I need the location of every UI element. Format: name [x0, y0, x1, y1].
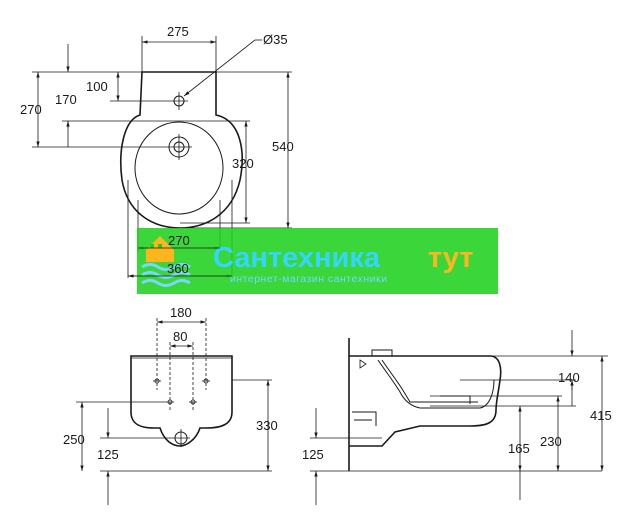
watermark-subtitle: интернет-магазин сантехники	[230, 273, 387, 285]
dim-415: 415	[590, 408, 612, 423]
dim-80: 80	[173, 329, 187, 344]
dim-250: 250	[63, 432, 85, 447]
dim-140: 140	[558, 370, 580, 385]
watermark-title-part1: Сантехника	[213, 242, 381, 274]
logo-icon	[141, 236, 191, 287]
side-view: 140 415 230 165 125	[302, 330, 612, 505]
dim-540: 540	[272, 139, 294, 154]
dim-230: 230	[540, 434, 562, 449]
dim-360: 360	[167, 261, 189, 276]
side-view-outline	[349, 355, 502, 447]
dim-275: 275	[167, 24, 189, 39]
mounting-holes	[153, 378, 210, 405]
front-view: 180 80 330 250 125	[63, 305, 278, 505]
dim-270-bottom: 270	[168, 233, 190, 248]
watermark-background	[137, 228, 498, 294]
dim-100: 100	[86, 79, 108, 94]
dim-330: 330	[256, 418, 278, 433]
dim-270-left: 270	[20, 102, 42, 117]
top-view-outline	[120, 71, 243, 229]
bowl-inner	[134, 121, 224, 215]
dim-170: 170	[55, 92, 77, 107]
watermark-banner: Сантехника тут интернет-магазин сантехни…	[137, 228, 498, 294]
dim-180: 180	[170, 305, 192, 320]
dim-165: 165	[508, 441, 530, 456]
watermark-title-part2: тут	[428, 242, 474, 274]
dim-dia35: Ø35	[263, 32, 288, 47]
dim-125-side: 125	[302, 447, 324, 462]
front-view-outline	[130, 355, 233, 447]
dim-125-front: 125	[97, 447, 119, 462]
dim-320: 320	[232, 156, 254, 171]
